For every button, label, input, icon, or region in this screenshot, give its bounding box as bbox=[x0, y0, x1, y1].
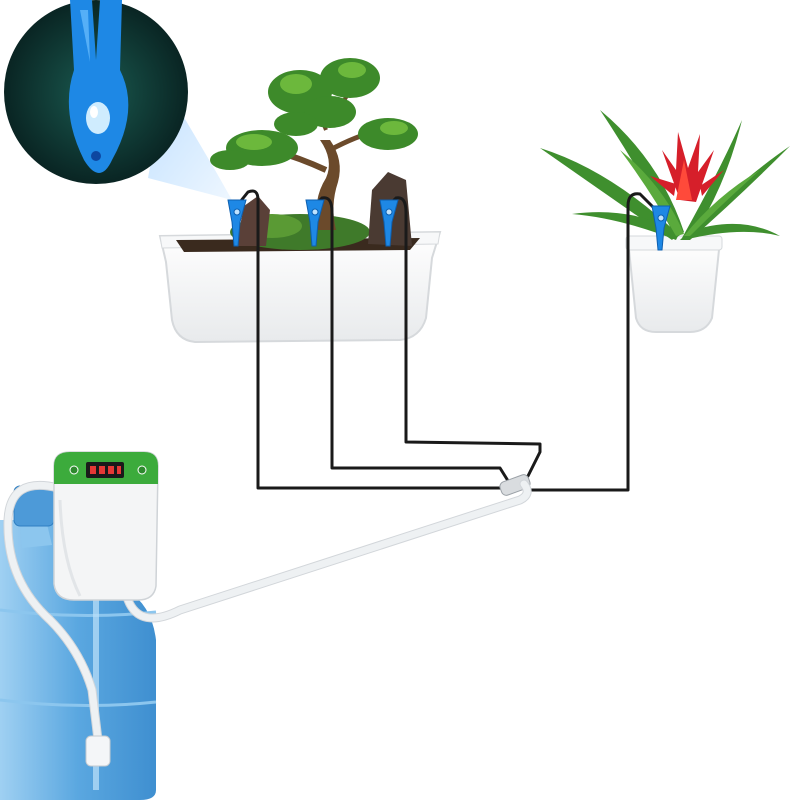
power-button-icon bbox=[137, 465, 147, 475]
white-tubes bbox=[3, 479, 532, 745]
bonsai-tree bbox=[210, 58, 418, 230]
tube-middle-bonsai bbox=[314, 196, 512, 486]
tube-left-bonsai bbox=[238, 189, 510, 490]
tube-bromeliad bbox=[524, 192, 658, 492]
intake-filter bbox=[85, 735, 111, 767]
red-bloom bbox=[650, 132, 724, 202]
timer-pump-icon bbox=[53, 451, 159, 601]
drip-closeup-icon bbox=[68, 0, 129, 173]
closeup-inset bbox=[4, 0, 232, 200]
dripper-stake-icon bbox=[305, 199, 325, 247]
tube-right-bonsai bbox=[388, 196, 542, 484]
dripper-stake-icon bbox=[651, 205, 671, 251]
set-button-icon bbox=[69, 465, 79, 475]
bonsai-planter bbox=[158, 172, 442, 344]
dripper-stakes bbox=[227, 199, 671, 251]
black-tubes bbox=[238, 189, 658, 492]
dripper-stake-icon bbox=[379, 199, 399, 247]
dripper-stake-icon bbox=[227, 199, 247, 247]
